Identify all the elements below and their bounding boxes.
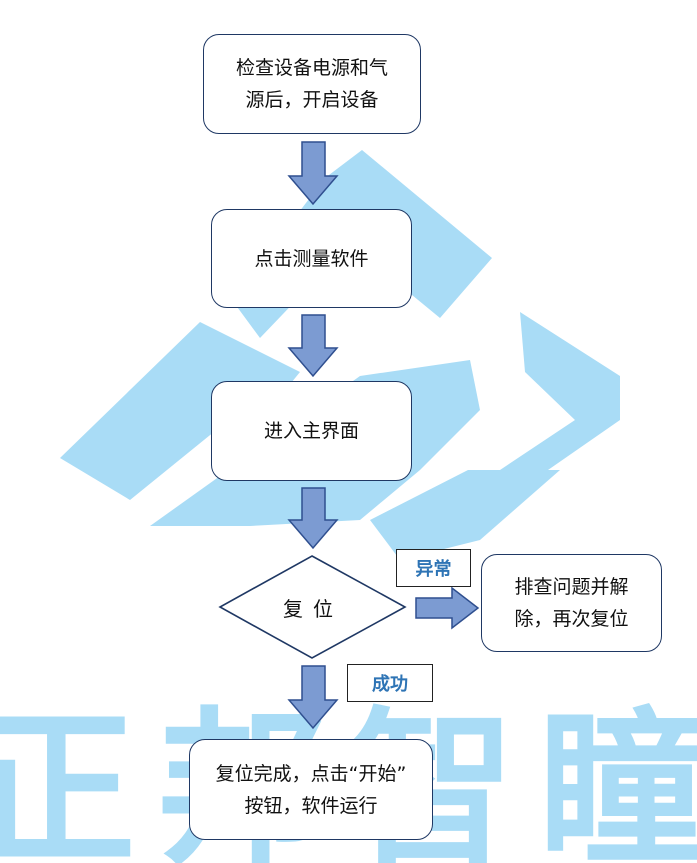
step-check-power: 检查设备电源和气 源后，开启设备 [203, 34, 421, 134]
step-reset-complete-text: 复位完成，点击“开始” 按钮，软件运行 [215, 762, 407, 817]
decision-diamond [218, 555, 407, 659]
edge-label-success: 成功 [347, 664, 433, 702]
watermark-logo-shape-right [500, 312, 620, 470]
step-click-software-text: 点击测量软件 [254, 247, 369, 270]
step-troubleshoot: 排查问题并解 除，再次复位 [481, 554, 662, 652]
down-arrow-1 [287, 141, 339, 206]
watermark-logo-shape-bottom [370, 470, 560, 560]
step-troubleshoot-text: 排查问题并解 除，再次复位 [514, 576, 629, 630]
step-enter-main: 进入主界面 [211, 381, 412, 481]
down-arrow-2 [287, 314, 339, 378]
down-arrow-4 [287, 665, 339, 730]
step-enter-main-text: 进入主界面 [263, 420, 359, 442]
step-check-power-text: 检查设备电源和气 源后，开启设备 [235, 57, 388, 111]
right-arrow-abnormal [415, 586, 480, 630]
edge-label-abnormal: 异常 [396, 549, 471, 587]
decision-reset-text: 复位 [283, 596, 343, 621]
step-reset-complete: 复位完成，点击“开始” 按钮，软件运行 [189, 739, 433, 840]
down-arrow-3 [287, 487, 339, 550]
step-click-software: 点击测量软件 [211, 209, 412, 308]
watermark-logo-shape-left [60, 322, 300, 500]
